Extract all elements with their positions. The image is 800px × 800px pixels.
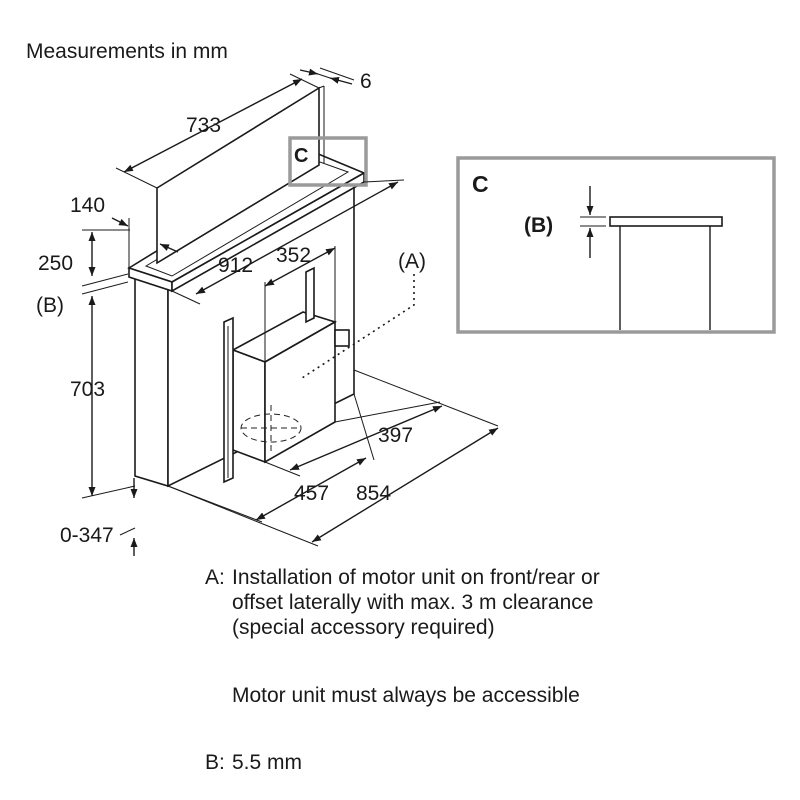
dim-6-arrow-left <box>299 68 319 76</box>
note-a-key: A: <box>205 566 225 589</box>
note-b-key: B: <box>205 751 225 774</box>
dim-703-ext-b <box>81 485 136 499</box>
dim-912-line <box>195 181 399 295</box>
dim-6-ext-b <box>319 67 355 81</box>
glass-edge <box>318 85 325 89</box>
dim-854-line <box>311 427 499 543</box>
dim-b-ext-b <box>81 281 129 295</box>
rear-rail <box>305 266 315 324</box>
detail-b-label: (B) <box>524 214 553 237</box>
housing-body <box>134 270 169 488</box>
dim-457-ext-b <box>353 393 375 461</box>
note-a-line-1: Installation of motor unit on front/rear… <box>232 566 600 589</box>
dim-6-arrow-right <box>329 76 353 85</box>
dim-854-ext-a <box>167 485 319 547</box>
dim-733-ext-b <box>289 73 320 89</box>
dim-140-arrow-right <box>159 243 179 253</box>
detail-c-panel: C (B) <box>456 156 776 334</box>
label-b: (B) <box>36 294 64 317</box>
note-a: A: Installation of motor unit on front/r… <box>205 565 765 640</box>
dim-352-label: 352 <box>276 244 311 267</box>
note-a-line-3: (special accessory required) <box>232 616 495 639</box>
dim-6-label: 6 <box>360 70 372 93</box>
notes-section: A: Installation of motor unit on front/r… <box>205 565 765 775</box>
motor-front <box>232 348 266 464</box>
dimension-lines: 6 733 140 250 (B) 703 0-347 912 <box>36 67 499 556</box>
dim-250-label: 250 <box>38 252 73 275</box>
dim-733-ext-a <box>115 167 158 189</box>
motor-note: Motor unit must always be accessible <box>232 684 580 707</box>
dim-397-ext-b <box>334 401 441 423</box>
note-a-line-2: offset laterally with max. 3 m clearance <box>232 591 594 614</box>
detail-c-title: C <box>472 171 489 197</box>
dim-140-label: 140 <box>70 194 105 217</box>
dim-733-label: 733 <box>186 114 221 137</box>
dim-912-label: 912 <box>218 254 253 277</box>
dim-140-arrow-left <box>111 217 129 227</box>
note-b-value: 5.5 mm <box>232 751 303 774</box>
dim-733-line <box>123 78 303 173</box>
note-a-text: Installation of motor unit on front/rear… <box>232 565 600 640</box>
detail-frame-top <box>609 216 723 227</box>
dim-854-ext-b <box>353 369 499 427</box>
dim-397-label: 397 <box>378 424 413 447</box>
dim-397-ext-a <box>264 461 301 477</box>
dim-457-label: 457 <box>294 482 329 505</box>
detail-c-marker: C <box>294 145 308 167</box>
dim-0-347-ext <box>119 527 136 536</box>
detail-c-frame <box>456 156 776 334</box>
note-b: B: 5.5 mm <box>205 750 765 775</box>
dim-0-347-label: 0-347 <box>60 524 114 547</box>
dim-912-ext-a <box>171 290 201 305</box>
dim-352-line <box>264 247 336 287</box>
label-a: (A) <box>398 250 426 273</box>
dim-703-label: 703 <box>70 378 105 401</box>
dim-b-ext-a <box>81 273 129 287</box>
dim-854-label: 854 <box>356 482 391 505</box>
measurements-title: Measurements in mm <box>26 40 228 63</box>
motor-note-row: Motor unit must always be accessible <box>205 683 765 708</box>
motor-leader-line <box>301 274 415 379</box>
dim-912-ext-b <box>363 179 405 183</box>
motor-connector <box>334 329 350 347</box>
